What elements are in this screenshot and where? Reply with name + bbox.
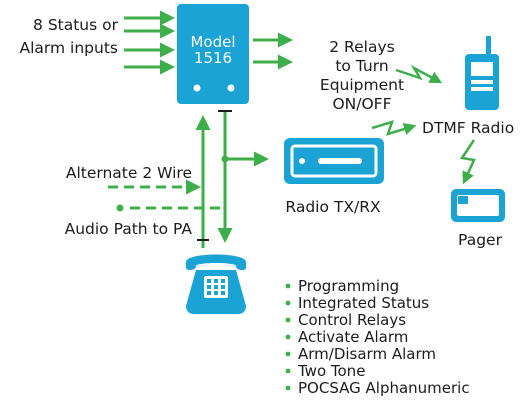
status-input-arrows [124,10,175,75]
feature-item: Arm/Disarm Alarm [298,345,436,363]
inputs-label-line2: Alarm inputs [20,39,118,57]
relays-label-line4: ON/OFF [332,95,391,113]
feature-item: Control Relays [298,311,406,329]
relays-label-line2: to Turn [335,57,388,75]
radio-link [221,151,269,167]
audio-path-link [116,204,222,212]
relays-label-line3: Equipment [320,76,404,94]
feature-item: POCSAG Alphanumeric [298,379,470,397]
alternate-2-wire-label: Alternate 2 Wire [66,164,192,182]
telephone-icon [186,254,246,314]
wireless-link-relays-icon [395,64,443,84]
radio-txrx-icon [284,138,384,184]
inputs-label-line1: 8 Status or [33,16,119,34]
relays-label-line1: 2 Relays [329,38,394,56]
audio-path-label: Audio Path to PA [65,220,193,238]
pager-icon [451,189,505,222]
wireless-link-dtmf-icon [371,120,417,136]
feature-item: Activate Alarm [298,328,408,346]
radio-txrx-label: Radio TX/RX [285,198,381,216]
model-label-line1: Model [190,33,235,51]
handheld-radio-icon [465,36,499,110]
relay-output-arrows [253,32,293,70]
wireless-link-pager-icon [459,139,476,185]
feature-item: Two Tone [297,362,365,380]
feature-item: Integrated Status [298,294,429,312]
model-1516-device: Model 1516 [177,4,249,104]
feature-item: Programming [298,277,399,295]
model-label-line2: 1516 [194,49,232,67]
feature-list: Programming Integrated Status Control Re… [285,277,470,397]
dtmf-radio-label: DTMF Radio [422,119,514,137]
pager-label: Pager [458,231,503,249]
device-phone-links [195,110,233,248]
